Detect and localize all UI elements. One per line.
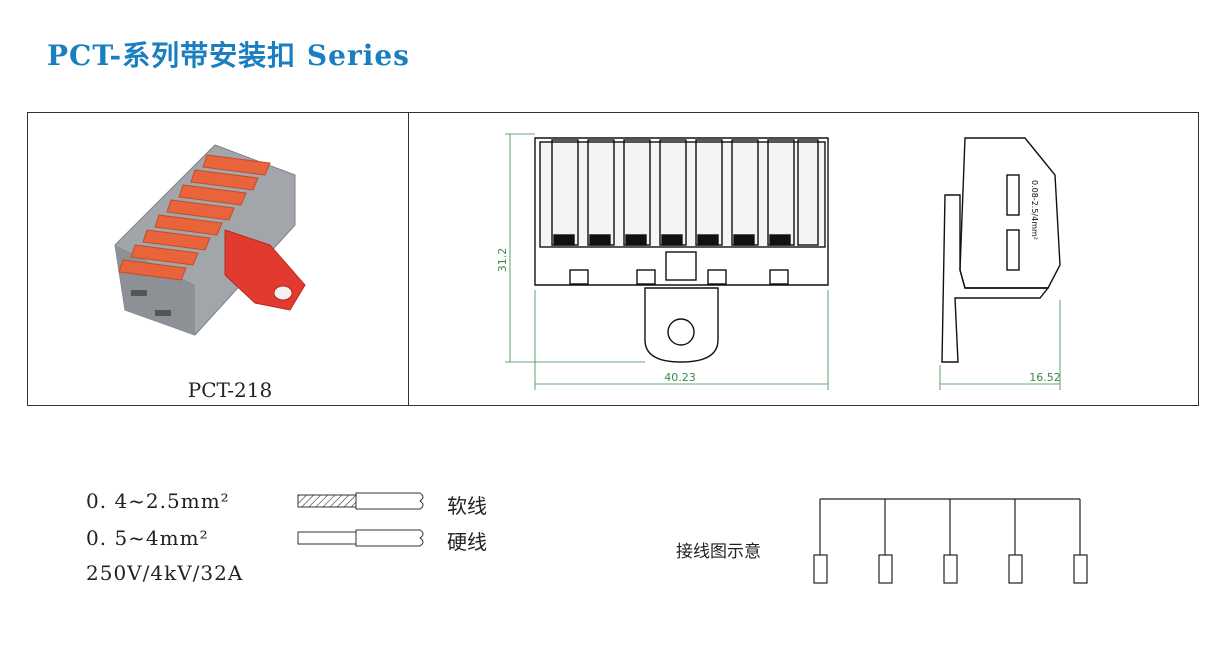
product-model: PCT-218 xyxy=(187,378,273,402)
wiring-schematic xyxy=(813,498,1088,584)
soft-wire-range: 0. 4~2.5mm² xyxy=(86,489,230,513)
hard-wire-range: 0. 5~4mm² xyxy=(86,526,209,550)
technical-drawing: 31.2 40.23 0.08-2.5/4mm² 16.52 xyxy=(496,133,1061,390)
side-view xyxy=(941,137,1061,363)
frame-divider xyxy=(408,112,409,406)
soft-wire-label: 软线 xyxy=(447,494,487,518)
side-marking: 0.08-2.5/4mm² xyxy=(1030,180,1039,240)
dim-width: 40.23 xyxy=(664,371,696,384)
electrical-rating: 250V/4kV/32A xyxy=(86,561,244,585)
soft-wire-icon xyxy=(297,492,424,510)
dim-height: 31.2 xyxy=(496,248,509,273)
wiring-diagram-label: 接线图示意 xyxy=(676,542,761,562)
product-photo xyxy=(114,144,306,336)
hard-wire-label: 硬线 xyxy=(447,530,487,554)
hard-wire-icon xyxy=(297,529,424,547)
product-frame xyxy=(27,112,1199,406)
front-view xyxy=(534,137,829,363)
dim-depth: 16.52 xyxy=(1029,371,1061,384)
page-title: PCT-系列带安装扣 Series xyxy=(47,39,410,72)
